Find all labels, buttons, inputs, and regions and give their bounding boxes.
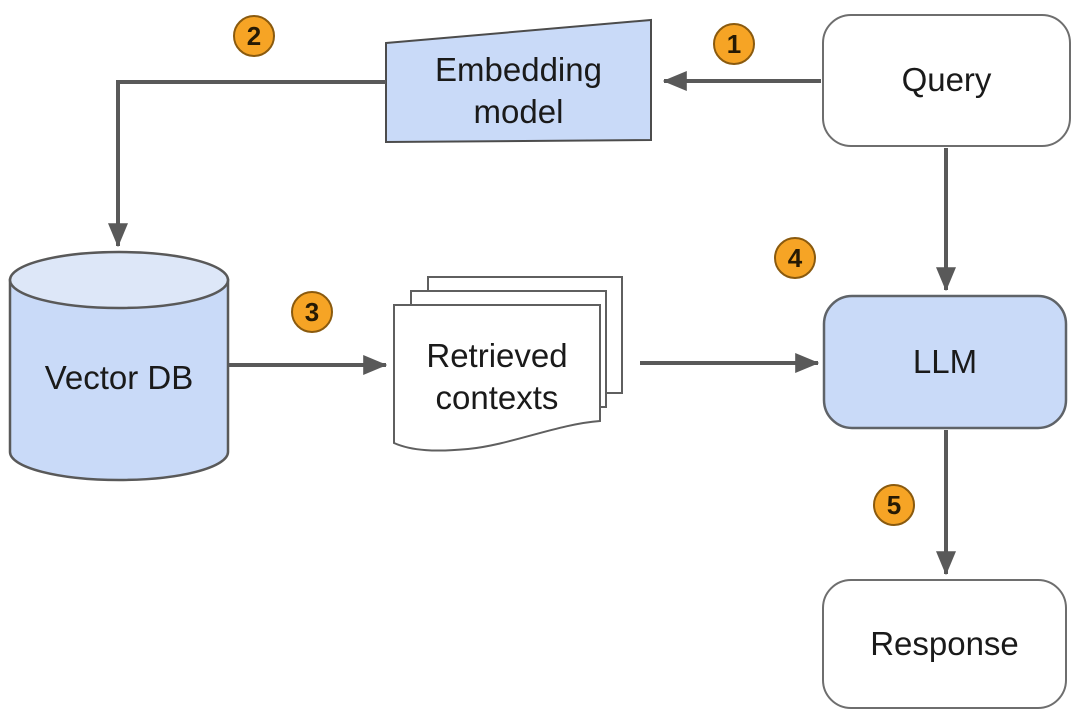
step-badge-5: 5 xyxy=(873,484,915,526)
vector-db-cylinder xyxy=(8,250,230,482)
vector-db-cylinder-body xyxy=(8,278,230,482)
vector-db-cylinder-top xyxy=(8,250,230,310)
step-badge-2: 2 xyxy=(233,15,275,57)
response-box xyxy=(822,579,1067,709)
query-box xyxy=(822,14,1071,147)
document-stack xyxy=(393,276,623,452)
llm-box xyxy=(822,294,1068,430)
embedding-model-shape xyxy=(385,18,652,144)
step-badge-1: 1 xyxy=(713,23,755,65)
step-badge-3: 3 xyxy=(291,291,333,333)
document-front-sheet xyxy=(393,304,601,452)
step-badge-4: 4 xyxy=(774,237,816,279)
arrow-embedding-to-vectordb xyxy=(108,80,386,248)
